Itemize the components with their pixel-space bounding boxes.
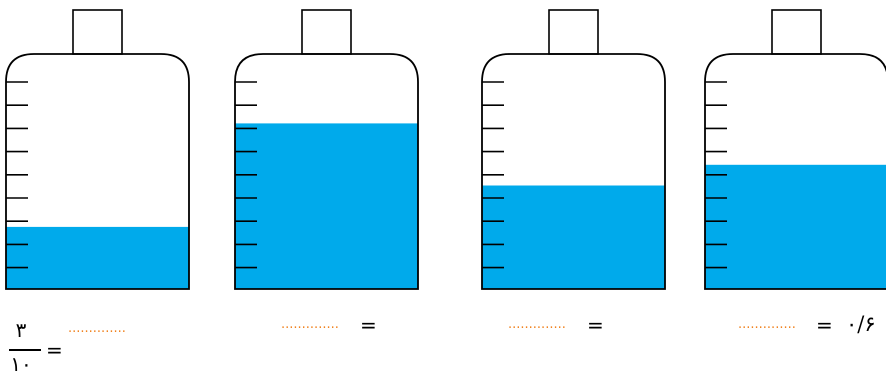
equals-sign: =	[587, 315, 604, 335]
bottle-neck	[302, 10, 351, 54]
water-fill	[6, 227, 189, 289]
fraction-denominator: ۱۰	[6, 354, 36, 374]
fraction-numerator: ۳	[6, 320, 36, 340]
water-fill	[235, 123, 418, 289]
fraction-bar	[9, 349, 41, 351]
equals-sign: =	[46, 340, 63, 360]
answer-blank[interactable]: ..............	[68, 322, 126, 336]
decimal-value: ۰/۶	[846, 313, 876, 335]
bottle-neck	[73, 10, 122, 54]
equals-sign: =	[360, 315, 377, 335]
answer-blank[interactable]: ..............	[508, 318, 566, 332]
water-fill	[705, 165, 886, 289]
bottle-neck	[772, 10, 821, 54]
answer-blank[interactable]: ..............	[281, 318, 339, 332]
answer-blank[interactable]: ..............	[738, 318, 796, 332]
equals-sign: =	[816, 315, 833, 335]
bottle-neck	[549, 10, 598, 54]
water-fill	[482, 186, 665, 290]
